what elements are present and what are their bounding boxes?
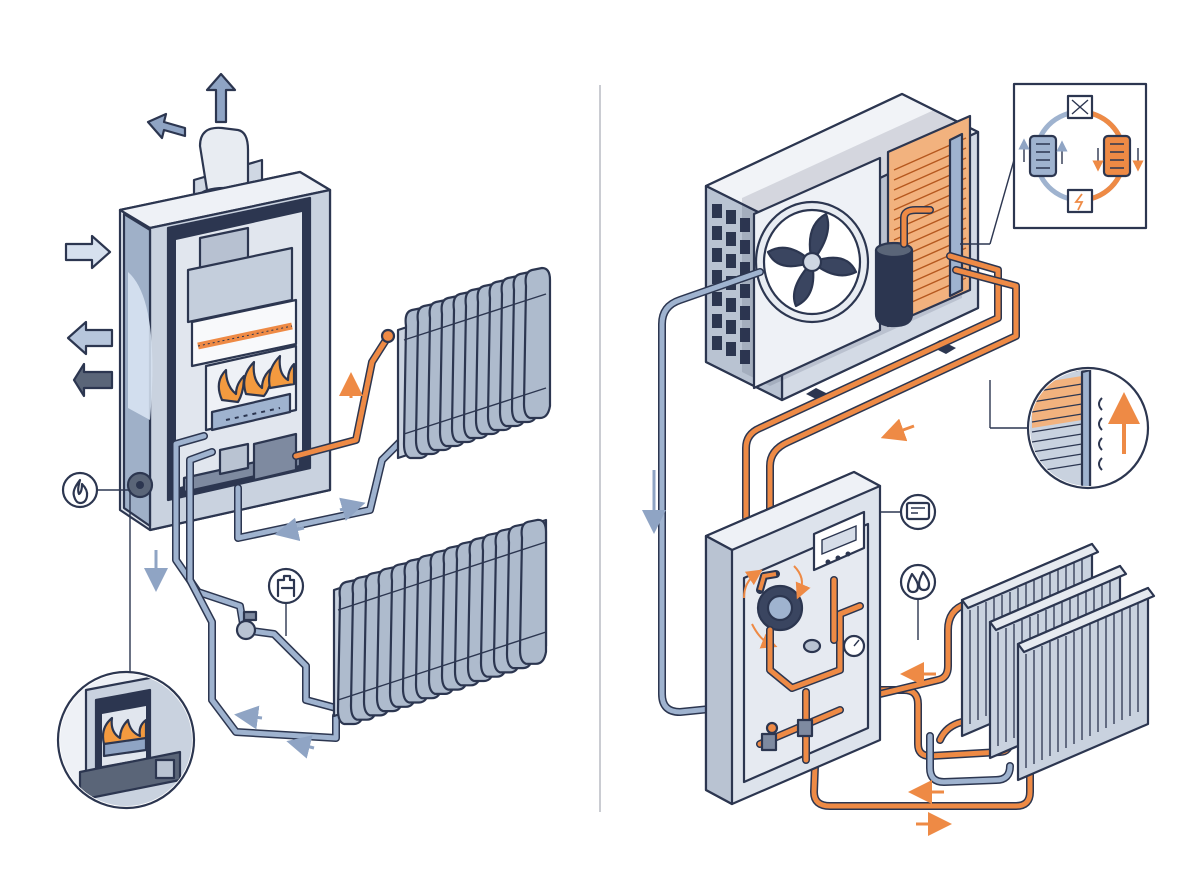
flue-pipe [198,126,250,198]
panel-radiators [960,542,1156,782]
gas-control-valve [252,432,298,482]
gas-boiler [118,126,332,532]
burner-bar [210,392,292,432]
circulation-pump [743,565,811,649]
heat-exchanger-fins [197,322,293,350]
water-drops-icon [899,563,937,640]
cast-iron-radiator-upper [396,266,552,460]
gas-valve [235,610,258,641]
flue-exhaust-arrows [146,72,237,140]
boiler-pipework [172,328,406,742]
intake-arrows [64,234,114,398]
bottom-valves [756,706,844,752]
heat-exchanger-detail-inset [989,366,1150,490]
burner-detail-inset [56,490,196,810]
burner-flames [217,354,296,404]
expansion-valve [802,638,822,654]
flame-icon [61,471,130,509]
cast-iron-radiator-lower [332,518,548,726]
control-display-icon [880,493,937,531]
flow-arrows-right [642,418,952,836]
flow-arrows-left [144,372,366,759]
fan [754,200,870,324]
refrigerant-cycle-icon [960,82,1148,245]
control-display [812,510,866,572]
compressor [874,206,934,328]
heat-pump-outdoor-unit [704,92,980,402]
indoor-hydronic-unit [704,470,882,806]
gas-valve-icon [267,567,305,636]
